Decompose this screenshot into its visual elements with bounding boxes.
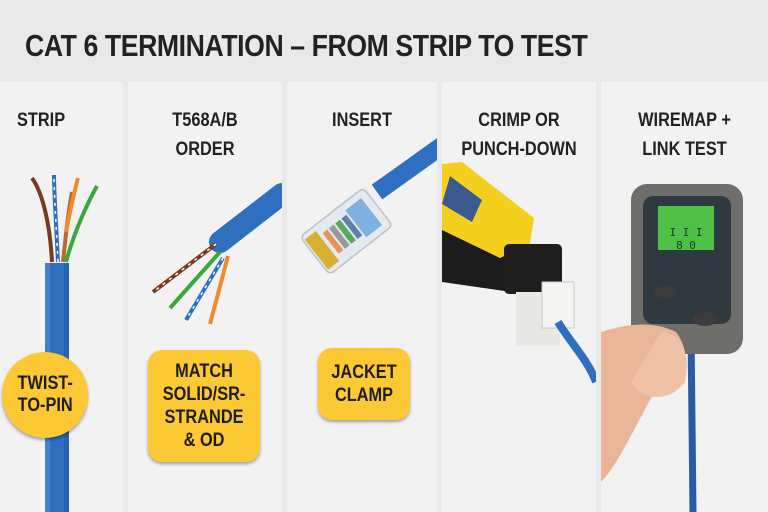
panel-title-insert: INSERT [332, 110, 392, 131]
rj45-plug-icon [301, 138, 437, 274]
cable-tester-icon [601, 184, 743, 512]
page-title: CAT 6 TERMINATION – FROM STRIP TO TEST [25, 28, 588, 63]
tester-screen-line2: 8 0 [676, 239, 696, 252]
panel-crimp: CRIMP OR PUNCH-DOWN [442, 82, 596, 512]
panel-title-strip: STRIP [17, 110, 66, 131]
tester-screen-line1: I I I [669, 226, 703, 239]
panel-title-test: WIREMAP + LINK TEST [638, 110, 731, 160]
panel-insert: INSERT JACKET CLAMP [287, 82, 437, 512]
badge-text: JACKET CLAMP [331, 362, 397, 406]
badge-jacket-clamp: JACKET CLAMP [318, 348, 410, 420]
panel-title-crimp: CRIMP OR PUNCH-DOWN [461, 110, 577, 160]
panel-test: WIREMAP + LINK TEST I I I 8 0 [601, 82, 768, 512]
badge-text: MATCH SOLID/SR- STRANDE & OD [162, 361, 246, 451]
badge-match-solid-stranded: MATCH SOLID/SR- STRANDE & OD [148, 350, 260, 462]
fanned-pairs-icon [151, 183, 282, 325]
panel-strip: STRIP TWIST- TO-PIN [0, 82, 123, 512]
panel-title-order: T568A/B ORDER [172, 110, 238, 160]
punch-down-tool-icon [442, 162, 596, 384]
tester-screen: I I I 8 0 [663, 226, 709, 252]
stripped-cable-icon [30, 174, 99, 512]
step-panels: STRIP TWIST- TO-PIN T568A/B ORDER [0, 82, 768, 512]
badge-twist-to-pin: TWIST- TO-PIN [2, 352, 88, 438]
badge-text: TWIST- TO-PIN [17, 373, 73, 416]
panel-order: T568A/B ORDER MATCH SOLID/SR- STRANDE & … [128, 82, 282, 512]
